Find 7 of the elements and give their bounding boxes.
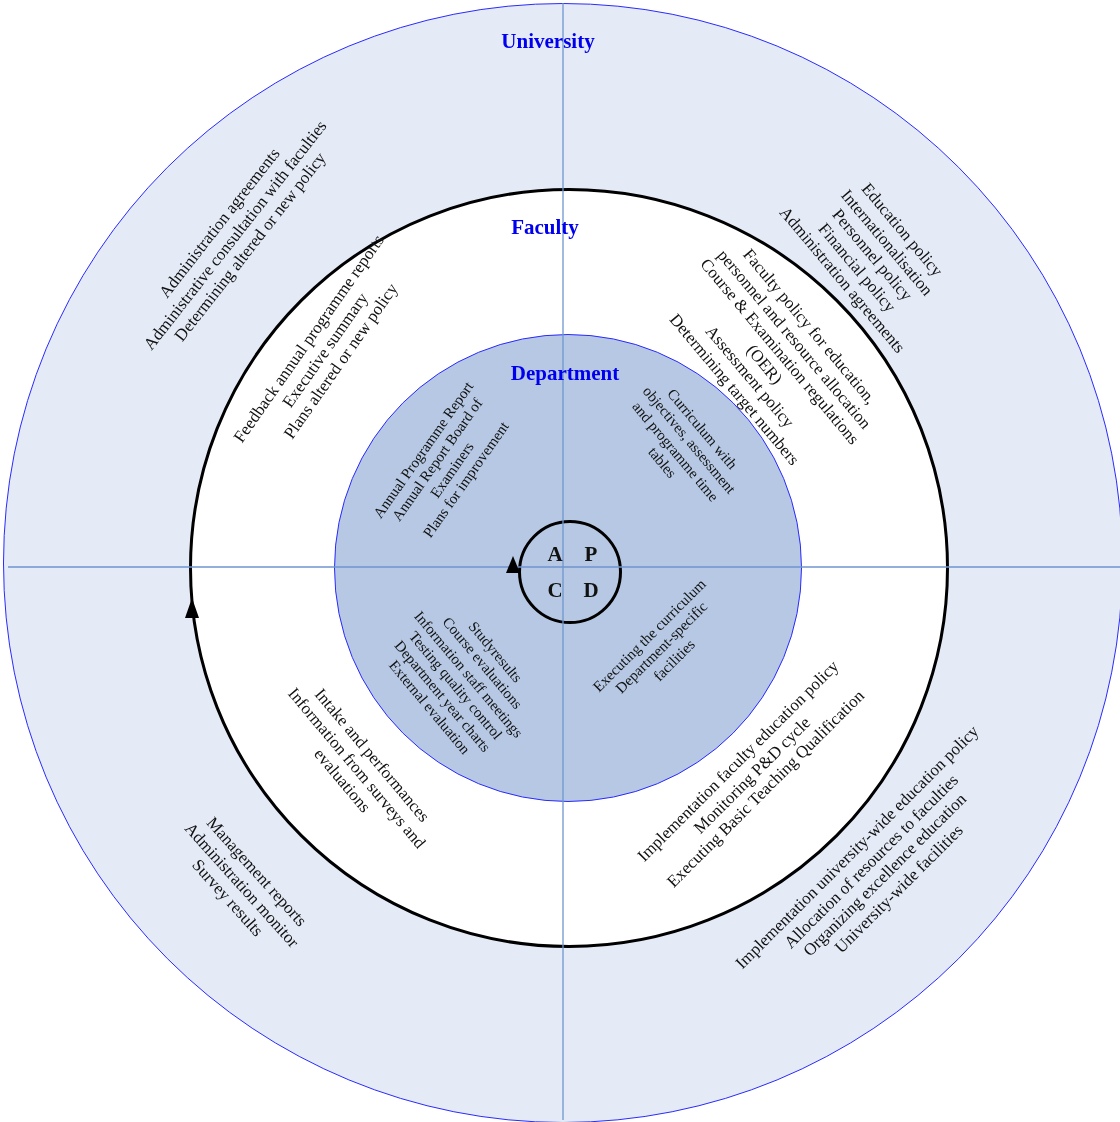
- phase-letter: C: [547, 577, 563, 603]
- level-heading: University: [501, 28, 595, 54]
- level-heading: Department: [510, 360, 620, 386]
- level-heading: Faculty: [511, 214, 579, 240]
- phase-letter: D: [583, 577, 599, 603]
- phase-letter: A: [547, 541, 563, 567]
- phase-letter: P: [584, 541, 598, 567]
